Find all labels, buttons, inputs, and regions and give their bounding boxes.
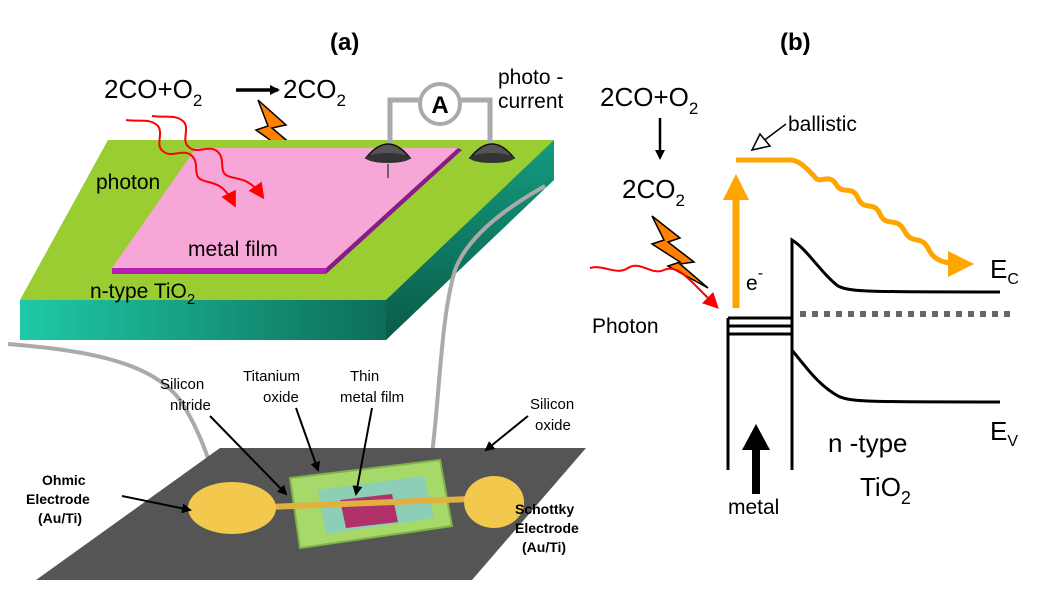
ntype-label-2: TiO	[860, 472, 901, 502]
silicon-oxide-arrow	[484, 415, 529, 452]
silicon-nitride-label-1: Silicon	[160, 376, 204, 393]
projection-line-right	[428, 184, 546, 471]
metal-arrow-head	[742, 424, 770, 450]
reactant-b: 2CO+O	[600, 82, 689, 112]
svg-text:2CO2: 2CO2	[283, 74, 346, 110]
ammeter-symbol: A	[431, 92, 448, 119]
slab-right-side	[386, 140, 554, 340]
ev-label: E	[990, 416, 1007, 446]
wire-right	[460, 97, 493, 146]
schottky-label-3: (Au/Ti)	[522, 539, 566, 555]
titanium-oxide-label-1: Titanium	[243, 368, 300, 385]
conduction-band	[790, 237, 1001, 470]
silicon-oxide-label-2: oxide	[535, 417, 571, 434]
product-b-sub: 2	[675, 191, 684, 210]
ntype-label-1: n -type	[828, 428, 908, 458]
ohmic-electrode-pad	[188, 482, 276, 534]
panel-a-label: (a)	[330, 29, 359, 56]
electron-sup: -	[758, 265, 763, 282]
silicon-nitride-arrow	[209, 415, 288, 496]
schottky-label-2: Electrode	[515, 520, 579, 536]
slab-front-side	[20, 300, 386, 340]
photon-wave-b	[589, 264, 719, 309]
device-micrograph	[36, 448, 586, 580]
electron-label: e-	[746, 265, 763, 295]
svg-text:n-type TiO2: n-type TiO2	[90, 280, 195, 308]
panel-b-label: (b)	[780, 29, 811, 56]
valence-band	[790, 349, 1001, 404]
lightning-icon-b	[650, 215, 709, 289]
svg-text:EC: EC	[990, 254, 1019, 288]
thin-metal-film-region	[340, 494, 398, 528]
svg-text:2CO2: 2CO2	[622, 174, 685, 210]
tio2-label-a: n-type TiO	[90, 280, 187, 303]
circuit: A	[364, 82, 516, 178]
reaction-left-sub: 2	[193, 91, 202, 110]
wire-left	[387, 97, 420, 146]
electron-text: e	[746, 272, 758, 295]
ohmic-label-2: Electrode	[26, 491, 90, 507]
photocurrent-label-2: current	[498, 90, 564, 113]
ohmic-label-1: Ohmic	[42, 472, 86, 488]
tio2-sub-a: 2	[187, 291, 195, 308]
thin-metal-film-label-1: Thin	[350, 368, 379, 385]
ohmic-arrow	[121, 495, 192, 514]
titanium-oxide-arrow	[295, 407, 321, 472]
photocurrent-label-1: photo -	[498, 66, 563, 89]
product-b: 2CO	[622, 174, 675, 204]
ec-label: E	[990, 254, 1007, 284]
photon-label-b: Photon	[592, 315, 659, 338]
ballistic-label: ballistic	[788, 113, 857, 136]
photon-label-a: photon	[96, 171, 160, 194]
electrode-right-base	[470, 153, 514, 163]
svg-text:EV: EV	[990, 416, 1018, 450]
photon-wave-2	[151, 115, 265, 200]
svg-text:2CO+O2: 2CO+O2	[600, 82, 698, 118]
metal-band	[726, 316, 792, 470]
ballistic-arrow-head	[750, 132, 772, 152]
ballistic-arrow-line	[761, 123, 787, 143]
metal-film-side-edge	[326, 148, 462, 274]
thin-metal-film-label-2: metal film	[340, 389, 404, 406]
reactant-b-sub: 2	[689, 99, 698, 118]
metal-film-label: metal film	[188, 238, 278, 261]
svg-text:TiO2: TiO2	[860, 472, 911, 508]
reaction-right-sub: 2	[336, 91, 345, 110]
ev-sub: V	[1007, 433, 1018, 450]
ohmic-label-3: (Au/Ti)	[38, 510, 82, 526]
metal-label: metal	[728, 496, 779, 519]
ec-sub: C	[1007, 271, 1019, 288]
photon-wave-1	[125, 119, 236, 208]
ntype-sub: 2	[901, 488, 911, 508]
titanium-oxide-label-2: oxide	[263, 389, 299, 406]
metal-film-front-edge	[112, 268, 326, 274]
ballistic-electron-path	[736, 157, 974, 277]
reaction-equation-a: 2CO+O2 2CO2	[104, 74, 346, 110]
silicon-nitride-label-2: nitride	[170, 397, 211, 414]
schottky-electrode-pad	[464, 476, 524, 528]
ammeter-icon	[418, 82, 462, 126]
electrode-left-base	[366, 153, 410, 163]
reaction-right: 2CO	[283, 74, 336, 104]
reaction-left: 2CO+O	[104, 74, 193, 104]
silicon-oxide-label-1: Silicon	[530, 396, 574, 413]
schottky-label-1: Schottky	[515, 501, 574, 517]
photon-arrows-a	[125, 115, 265, 208]
svg-text:2CO+O2: 2CO+O2	[104, 74, 202, 110]
thin-metal-film-arrow	[352, 407, 373, 496]
electrode-bridge	[268, 496, 470, 510]
